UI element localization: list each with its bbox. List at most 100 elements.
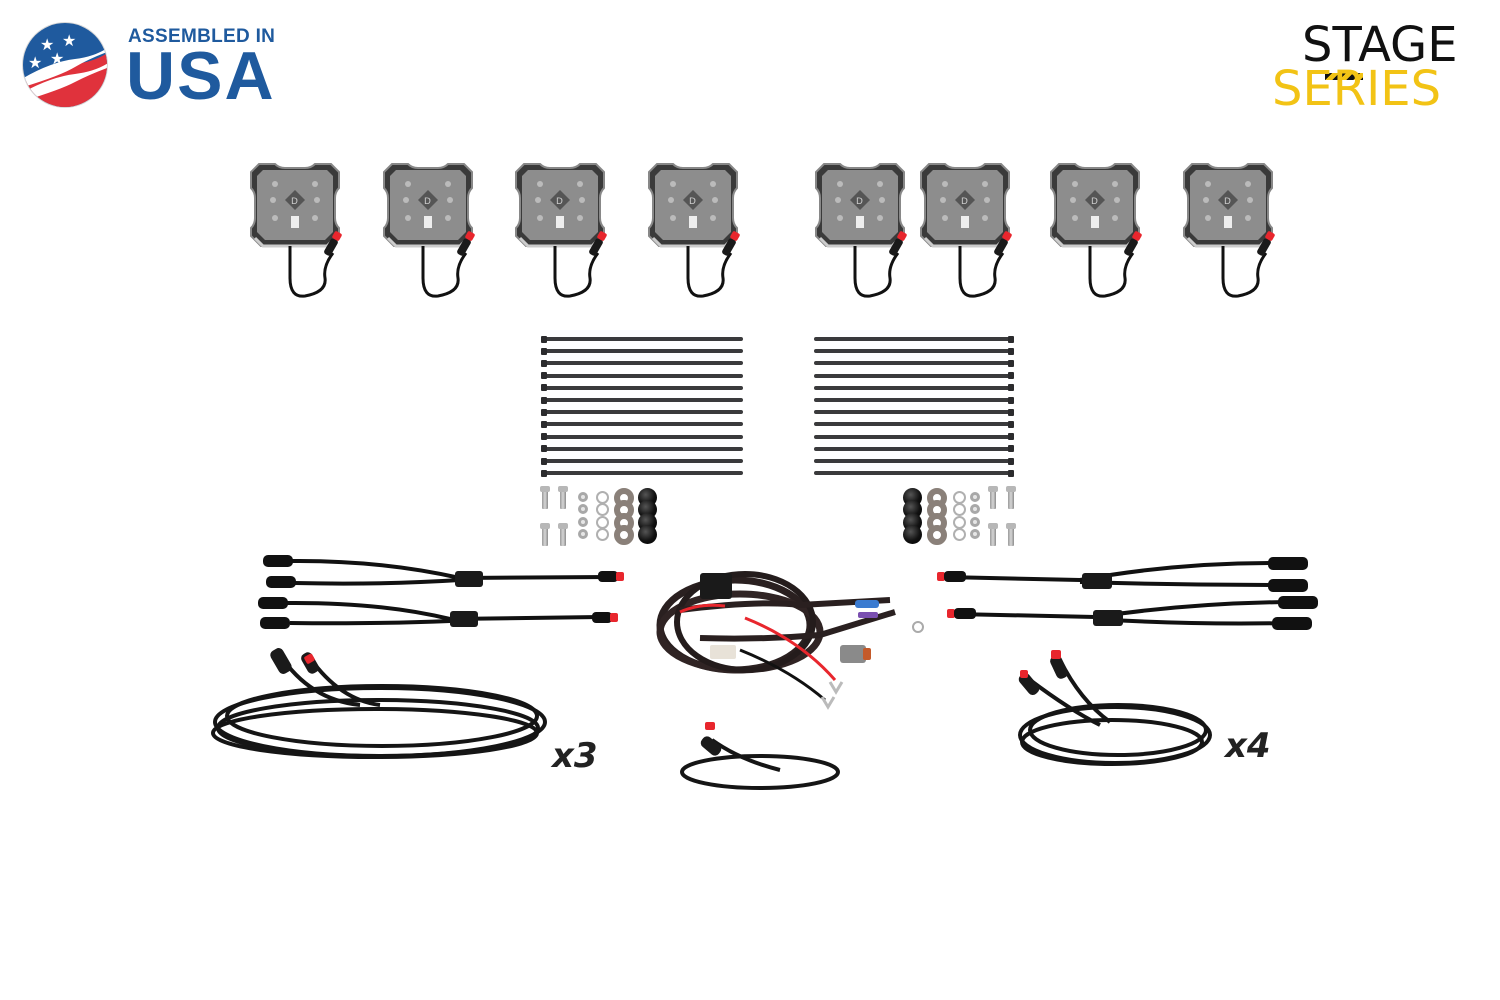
zip-tie-head [541,433,547,441]
svg-text:D: D [961,197,968,207]
bolt [540,523,550,546]
zip-tie [543,349,743,354]
lock-washer [953,528,966,541]
pod-light-3: D [510,158,610,308]
pod-light-7: D [1045,158,1145,308]
zip-tie [814,398,1014,402]
zip-tie [814,337,1014,341]
nut [578,504,588,514]
lock-washer [953,503,966,516]
nut [970,517,980,527]
nut [578,529,588,539]
svg-text:D: D [856,197,863,207]
zip-tie-head [1008,335,1014,343]
zip-tie [814,373,1014,378]
pod-light-5: D [810,158,910,308]
zip-tie-head [1008,347,1014,355]
bolt [558,486,568,509]
pod-light-2: D [378,158,478,308]
zip-tie-head [1008,420,1014,428]
quantity-label-x3: x3 [552,736,598,776]
wiring-harness [656,571,924,702]
svg-text:D: D [556,197,563,207]
svg-text:★: ★ [28,53,42,72]
zip-tie [814,459,1014,463]
zip-tie [543,471,743,476]
zip-tie [814,422,1014,427]
bolt [988,523,998,546]
y-splitter-left-1 [289,558,611,586]
zip-tie-head [541,359,547,367]
quantity-label-x4: x4 [1225,726,1271,766]
zip-tie [814,410,1014,415]
nut [970,492,980,502]
zip-tie [814,446,1014,451]
extension-cable-right [1018,659,1212,766]
zip-tie-head [541,384,547,392]
zip-tie-head [1008,457,1014,465]
stage-word: STAGE [1302,17,1458,73]
nut [970,529,980,539]
zip-tie [814,434,1014,439]
zip-tie [543,398,743,402]
zip-tie-head [541,420,547,428]
zip-tie-head [541,469,547,477]
zip-tie-head [1008,359,1014,367]
zip-tie [543,459,743,463]
bolt [558,523,568,546]
usa-flag-icon: ★ ★ ★ ★ [22,22,108,108]
svg-text:D: D [424,197,431,207]
zip-tie [543,410,743,415]
zip-tie-head [1008,384,1014,392]
nut [578,517,588,527]
assembled-in-usa-badge: ★ ★ ★ ★ ASSEMBLED IN USA [20,22,300,112]
pod-light-8: D [1178,158,1278,308]
zip-tie-head [1008,433,1014,441]
lock-washer [596,503,609,516]
zip-tie-head [541,408,547,416]
zip-tie-head [1008,408,1014,416]
zip-tie-head [541,347,547,355]
svg-text:D: D [1224,197,1231,207]
flat-washer [927,525,947,545]
bolt [540,486,550,509]
zip-tie-head [1008,469,1014,477]
flat-washer [614,525,634,545]
svg-text:D: D [1091,197,1098,207]
zip-tie [543,422,743,427]
usa-label: USA [126,38,276,114]
stage-series-logo: STAGE SERIES [1270,17,1485,117]
zip-tie [543,385,743,390]
lock-washer [596,528,609,541]
zip-tie [543,434,743,439]
zip-tie-head [541,457,547,465]
extension-cable-left [211,653,547,759]
bolt [988,486,998,509]
svg-text:★: ★ [40,35,54,54]
series-word: SERIES [1272,61,1442,117]
rubber-grommet [903,525,922,544]
pod-light-4: D [643,158,743,308]
zip-tie-head [1008,372,1014,380]
zip-tie [814,349,1014,354]
zip-tie [543,361,743,366]
zip-tie [543,446,743,451]
zip-tie-head [541,445,547,453]
svg-text:★: ★ [62,31,76,50]
rubber-grommet [638,525,657,544]
zip-tie-head [541,396,547,404]
zip-tie [543,337,743,341]
pod-light-6: D [915,158,1015,308]
zip-tie-head [541,335,547,343]
svg-text:D: D [689,197,696,207]
svg-text:D: D [291,197,298,207]
zip-tie-head [1008,445,1014,453]
zip-tie-head [1008,396,1014,404]
zip-tie [814,385,1014,390]
pod-light-1: D [245,158,345,308]
bolt [1006,486,1016,509]
zip-tie [814,361,1014,366]
svg-text:★: ★ [50,49,64,68]
hazard-stripe [1325,73,1363,80]
